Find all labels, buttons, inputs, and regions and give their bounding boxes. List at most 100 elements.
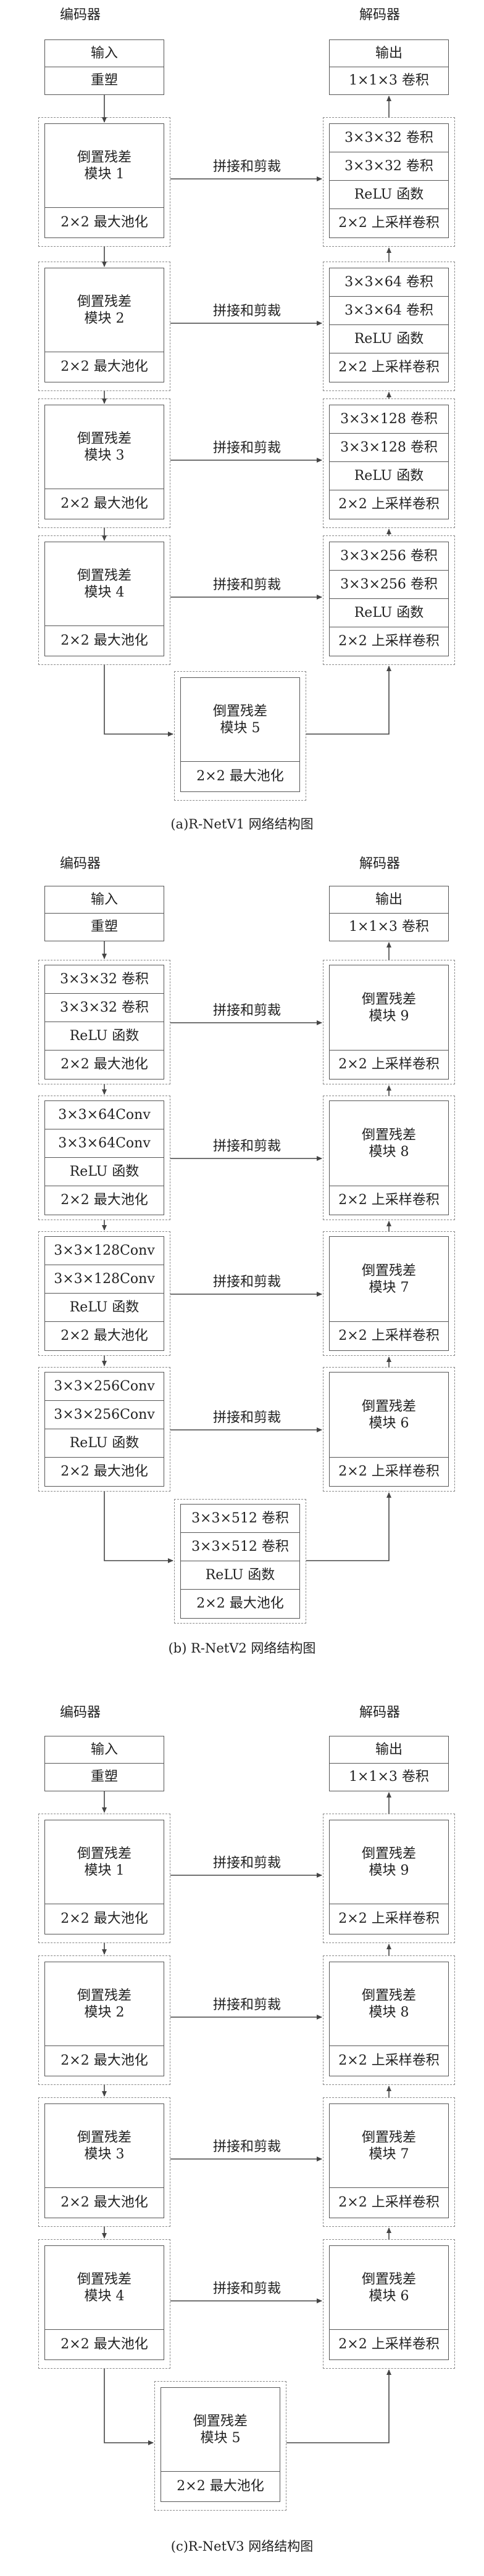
concat-crop-label: 拼接和剪裁 <box>212 1139 281 1154</box>
upsample-conv-box: 2×2 上采样卷积 <box>329 2046 449 2076</box>
concat-crop-label: 拼接和剪裁 <box>212 1997 281 2013</box>
encoder-block-frame <box>38 1096 170 1220</box>
concat-crop-label: 拼接和剪裁 <box>212 2281 281 2297</box>
upsample-conv-box: 2×2 上采样卷积 <box>329 1186 449 1215</box>
conv-box: 3×3×64Conv <box>44 1100 164 1130</box>
decoder-block-frame <box>323 117 455 247</box>
conv-box: 3×3×128 卷积 <box>329 433 449 463</box>
upsample-conv-box: 2×2 上采样卷积 <box>329 490 449 519</box>
inverted-residual-block: 倒置残差 模块 3 <box>44 405 164 490</box>
inverted-residual-block: 倒置残差 模块 8 <box>329 1100 449 1187</box>
input-box: 输入 <box>44 1736 164 1764</box>
inverted-residual-block: 倒置残差 模块 8 <box>329 1962 449 2047</box>
conv-box: 3×3×32 卷积 <box>329 152 449 181</box>
inverted-residual-block: 倒置残差 模块 5 <box>161 2387 280 2472</box>
max-pool-box: 2×2 最大池化 <box>44 2187 164 2218</box>
decoder-block-frame <box>323 398 455 528</box>
max-pool-box: 2×2 最大池化 <box>44 1186 164 1215</box>
relu-box: ReLU 函数 <box>329 180 449 210</box>
concat-crop-label: 拼接和剪裁 <box>212 2139 281 2155</box>
decoder-block-frame <box>323 1096 455 1220</box>
relu-box: ReLU 函数 <box>180 1561 300 1590</box>
final-conv-box: 1×1×3 卷积 <box>329 67 449 95</box>
conv-box: 3×3×64Conv <box>44 1129 164 1158</box>
reshape-box: 重塑 <box>44 913 164 941</box>
max-pool-box: 2×2 最大池化 <box>44 1050 164 1080</box>
concat-crop-label: 拼接和剪裁 <box>212 1003 281 1018</box>
inverted-residual-block: 倒置残差 模块 1 <box>44 1820 164 1905</box>
inverted-residual-block: 倒置残差 模块 5 <box>180 677 300 762</box>
relu-box: ReLU 函数 <box>329 324 449 354</box>
decoder-block-frame <box>323 1367 455 1492</box>
inverted-residual-block: 倒置残差 模块 2 <box>44 1962 164 2047</box>
max-pool-box: 2×2 最大池化 <box>44 489 164 519</box>
upsample-conv-box: 2×2 上采样卷积 <box>329 208 449 238</box>
max-pool-box: 2×2 最大池化 <box>44 2046 164 2076</box>
inverted-residual-block: 倒置残差 模块 9 <box>329 1820 449 1905</box>
reshape-box: 重塑 <box>44 67 164 95</box>
encoder-label: 编码器 <box>59 7 101 23</box>
relu-box: ReLU 函数 <box>44 1293 164 1323</box>
inverted-residual-block: 倒置残差 模块 1 <box>44 123 164 208</box>
encoder-block-frame <box>38 2239 170 2369</box>
decoder-block-frame <box>323 2239 455 2369</box>
decoder-label: 解码器 <box>359 1705 400 1720</box>
conv-box: 3×3×512 卷积 <box>180 1504 300 1534</box>
inverted-residual-block: 倒置残差 模块 6 <box>329 1372 449 1458</box>
inverted-residual-block: 倒置残差 模块 4 <box>44 542 164 627</box>
decoder-block-frame <box>323 1814 455 1943</box>
max-pool-box: 2×2 最大池化 <box>44 1321 164 1351</box>
concat-crop-label: 拼接和剪裁 <box>212 577 281 593</box>
decoder-block-frame <box>323 535 455 665</box>
bottleneck-frame <box>154 2381 286 2511</box>
bottleneck-frame <box>174 671 306 801</box>
concat-crop-label: 拼接和剪裁 <box>212 440 281 456</box>
figure-caption: (a)R-NetV1 网络结构图 <box>170 817 314 832</box>
conv-box: 3×3×512 卷积 <box>180 1532 300 1562</box>
upsample-conv-box: 2×2 上采样卷积 <box>329 353 449 382</box>
decoder-block-frame <box>323 960 455 1084</box>
encoder-block-frame <box>38 960 170 1084</box>
relu-box: ReLU 函数 <box>44 1429 164 1458</box>
relu-box: ReLU 函数 <box>329 461 449 491</box>
reshape-box: 重塑 <box>44 1763 164 1791</box>
inverted-residual-block: 倒置残差 模块 7 <box>329 1236 449 1323</box>
upsample-conv-box: 2×2 上采样卷积 <box>329 1904 449 1934</box>
figure-caption: (b) R-NetV2 网络结构图 <box>168 1641 316 1656</box>
max-pool-box: 2×2 最大池化 <box>180 761 300 792</box>
encoder-block-frame <box>38 1814 170 1943</box>
conv-box: 3×3×128Conv <box>44 1236 164 1266</box>
final-conv-box: 1×1×3 卷积 <box>329 1763 449 1791</box>
inverted-residual-block: 倒置残差 模块 3 <box>44 2103 164 2189</box>
max-pool-box: 2×2 最大池化 <box>44 1457 164 1487</box>
input-box: 输入 <box>44 886 164 914</box>
figure-caption: (c)R-NetV3 网络结构图 <box>170 2539 314 2554</box>
conv-box: 3×3×32 卷积 <box>329 123 449 153</box>
decoder-block-frame <box>323 1231 455 1356</box>
upsample-conv-box: 2×2 上采样卷积 <box>329 1321 449 1351</box>
conv-box: 3×3×32 卷积 <box>44 965 164 994</box>
decoder-block-frame <box>323 1955 455 2085</box>
encoder-block-frame <box>38 1955 170 2085</box>
conv-box: 3×3×32 卷积 <box>44 993 164 1023</box>
conv-box: 3×3×128 卷积 <box>329 405 449 434</box>
encoder-label: 编码器 <box>59 1705 101 1720</box>
max-pool-box: 2×2 最大池化 <box>44 352 164 382</box>
upsample-conv-box: 2×2 上采样卷积 <box>329 627 449 656</box>
decoder-block-frame <box>323 262 455 391</box>
conv-box: 3×3×256Conv <box>44 1372 164 1402</box>
max-pool-box: 2×2 最大池化 <box>180 1589 300 1619</box>
concat-crop-label: 拼接和剪裁 <box>212 1274 281 1290</box>
max-pool-box: 2×2 最大池化 <box>44 2329 164 2360</box>
inverted-residual-block: 倒置残差 模块 6 <box>329 2245 449 2330</box>
encoder-block-frame <box>38 1367 170 1492</box>
decoder-label: 解码器 <box>359 7 400 23</box>
final-conv-box: 1×1×3 卷积 <box>329 913 449 941</box>
concat-crop-label: 拼接和剪裁 <box>212 1856 281 1871</box>
decoder-label: 解码器 <box>359 856 400 872</box>
conv-box: 3×3×128Conv <box>44 1265 164 1294</box>
max-pool-box: 2×2 最大池化 <box>44 625 164 656</box>
conv-box: 3×3×256 卷积 <box>329 570 449 600</box>
max-pool-box: 2×2 最大池化 <box>44 1904 164 1934</box>
